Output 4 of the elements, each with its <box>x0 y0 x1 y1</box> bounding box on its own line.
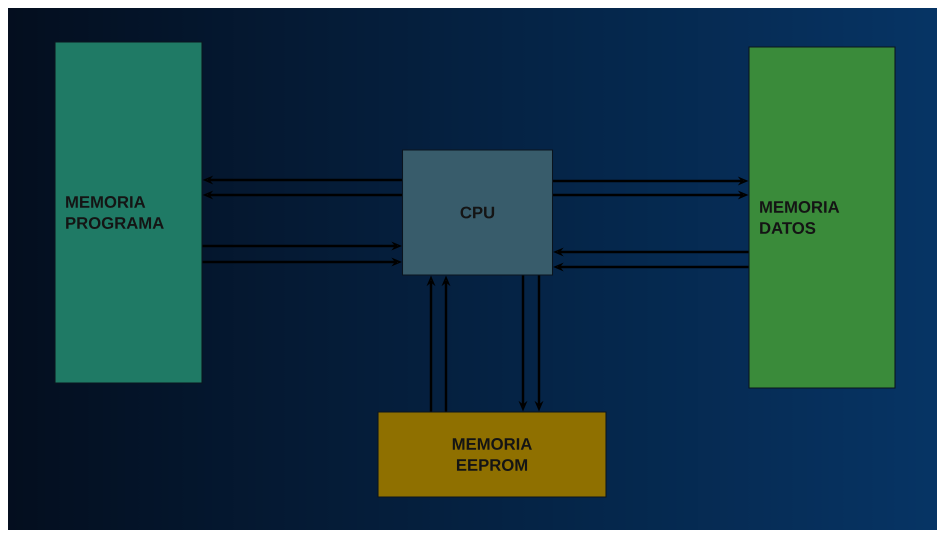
memory-box: MEMORIA PROGRAMA <box>54 41 203 384</box>
memory-box: MEMORIA EEPROM <box>377 411 607 498</box>
memory-box: CPU <box>402 149 554 276</box>
memory-box: MEMORIA DATOS <box>748 46 896 389</box>
